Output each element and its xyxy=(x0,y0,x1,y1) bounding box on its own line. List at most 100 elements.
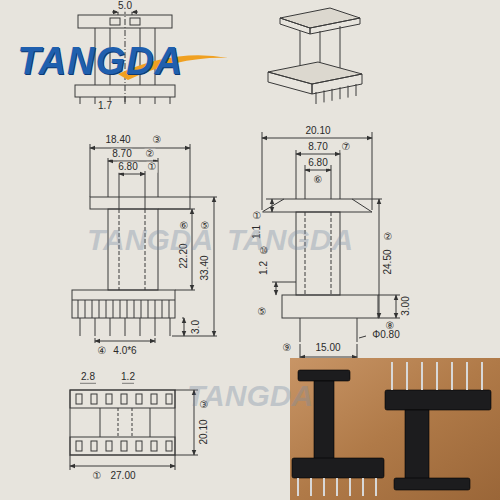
front-view-part xyxy=(90,148,190,149)
side-view-part xyxy=(372,132,373,210)
bottom-view-part xyxy=(80,383,96,384)
front-view-part-part xyxy=(113,300,114,318)
front-view-part-part xyxy=(155,300,156,318)
bottom-view xyxy=(70,383,198,470)
callout-number: ① xyxy=(92,471,103,482)
bottom-view-part-part xyxy=(121,441,127,451)
bottom-view-part xyxy=(70,437,175,455)
iso-view-part xyxy=(310,18,360,34)
product-photo-part-part xyxy=(421,362,423,390)
front-view-part-part xyxy=(169,300,170,318)
side-view-part xyxy=(357,344,358,360)
iso-view-part-part xyxy=(324,90,325,102)
dimension-value: 20.10 xyxy=(199,418,210,445)
side-view-part xyxy=(352,199,382,200)
front-view-part xyxy=(214,197,215,336)
product-photo-part xyxy=(290,358,500,500)
front-view-part-part xyxy=(80,318,81,336)
side-view-part xyxy=(300,344,301,360)
side-view-part xyxy=(340,150,341,199)
front-view-part xyxy=(119,171,120,209)
product-photo-part-part xyxy=(481,362,483,390)
side-view-part xyxy=(296,154,340,155)
callout-number: ⑥ xyxy=(313,175,324,186)
bottom-view-part xyxy=(70,466,175,467)
front-view-part-part xyxy=(106,300,107,318)
iso-view-part xyxy=(316,84,356,104)
side-view-part xyxy=(262,138,372,139)
front-view-part xyxy=(184,318,185,336)
front-view-part-part xyxy=(170,318,171,336)
bottom-view-part xyxy=(118,408,119,437)
side-view-part xyxy=(272,199,273,212)
front-view-part xyxy=(145,171,146,209)
side-view-part xyxy=(300,318,357,342)
dimension-value: 1.2 xyxy=(120,372,136,383)
product-photo-part-part xyxy=(297,478,299,496)
front-view-part xyxy=(78,300,169,318)
dimension-value: 3.0 xyxy=(191,319,202,335)
side-view-part xyxy=(378,295,400,296)
front-view-part-part xyxy=(127,300,128,318)
bottom-view-part-part xyxy=(76,441,82,451)
front-view-part xyxy=(72,300,175,301)
bottom-view-part xyxy=(70,390,175,455)
front-view-part xyxy=(190,197,217,198)
top-view-part-part xyxy=(155,97,156,104)
top-view-part-part xyxy=(125,97,126,104)
front-view-part-part xyxy=(99,300,100,318)
side-view-part xyxy=(276,282,277,295)
front-view-part xyxy=(90,144,91,197)
front-view-part xyxy=(119,174,145,175)
bottom-view-part xyxy=(100,408,101,437)
side-view-part xyxy=(305,170,331,171)
iso-view xyxy=(268,8,362,104)
product-photo-part-part xyxy=(466,362,468,390)
callout-number: ① xyxy=(147,162,158,173)
bottom-view-part xyxy=(76,394,172,451)
product-photo-part-part xyxy=(349,478,351,496)
bottom-view-part-part xyxy=(151,394,157,404)
callout-number: ② xyxy=(145,149,156,160)
side-view-part xyxy=(282,295,378,318)
callout-number: ⑤ xyxy=(257,307,268,318)
top-view-part xyxy=(130,18,140,25)
watermark: TANGDA xyxy=(86,224,214,256)
dimension-value: 3.00 xyxy=(401,295,412,316)
top-view-part-part xyxy=(95,97,96,104)
front-view-part-part xyxy=(155,318,156,336)
top-view-part-part xyxy=(140,97,141,104)
front-view-part-part xyxy=(95,318,96,336)
iso-view-part xyxy=(268,62,362,84)
bottom-view-part-part xyxy=(121,394,127,404)
product-photo xyxy=(290,358,500,500)
dimension-value: 5.0 xyxy=(117,1,133,12)
front-view-part-part xyxy=(134,300,135,318)
dimension-value: 15.00 xyxy=(314,343,341,354)
product-photo-part-part xyxy=(406,362,408,390)
front-view-part xyxy=(80,318,170,336)
product-photo-part-part xyxy=(385,390,491,410)
front-view-part-part xyxy=(162,300,163,318)
callout-number: ③ xyxy=(152,135,163,146)
callout-number: ④ xyxy=(97,346,108,357)
front-view-part-part xyxy=(120,300,121,318)
iso-view-part xyxy=(340,26,341,68)
dimension-value: 2.8 xyxy=(80,372,96,383)
iso-view-part-part xyxy=(332,89,333,101)
callout-number: ① xyxy=(252,211,263,222)
product-photo-part-part xyxy=(394,478,470,490)
iso-view-part xyxy=(280,8,360,28)
top-view-part xyxy=(110,18,120,25)
dimension-value: 8.70 xyxy=(307,142,328,153)
bottom-view-part xyxy=(175,455,176,470)
product-photo-part-part xyxy=(310,478,312,496)
iso-view-part-part xyxy=(348,86,349,98)
front-view xyxy=(72,144,217,343)
bottom-view-part-part xyxy=(136,394,142,404)
dimension-value: 24.50 xyxy=(383,248,394,275)
dimension-value: 27.00 xyxy=(109,471,136,482)
product-photo-part-part xyxy=(451,362,453,390)
bottom-view-part xyxy=(150,408,151,437)
